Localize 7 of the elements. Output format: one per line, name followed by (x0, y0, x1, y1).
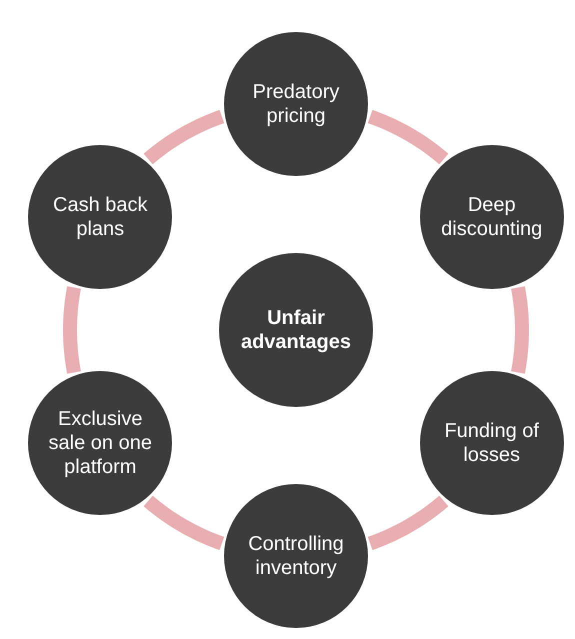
circle-label: Predatory pricing (252, 80, 340, 128)
circle-label: Cash back plans (52, 193, 149, 241)
circle-label: Deep discounting (440, 193, 544, 241)
circle-label: Controlling inventory (247, 532, 345, 580)
circle-label: Unfair advantages (240, 306, 352, 354)
circle-label: Exclusive sale on one platform (48, 407, 153, 479)
circle-label: Funding of losses (443, 419, 540, 467)
